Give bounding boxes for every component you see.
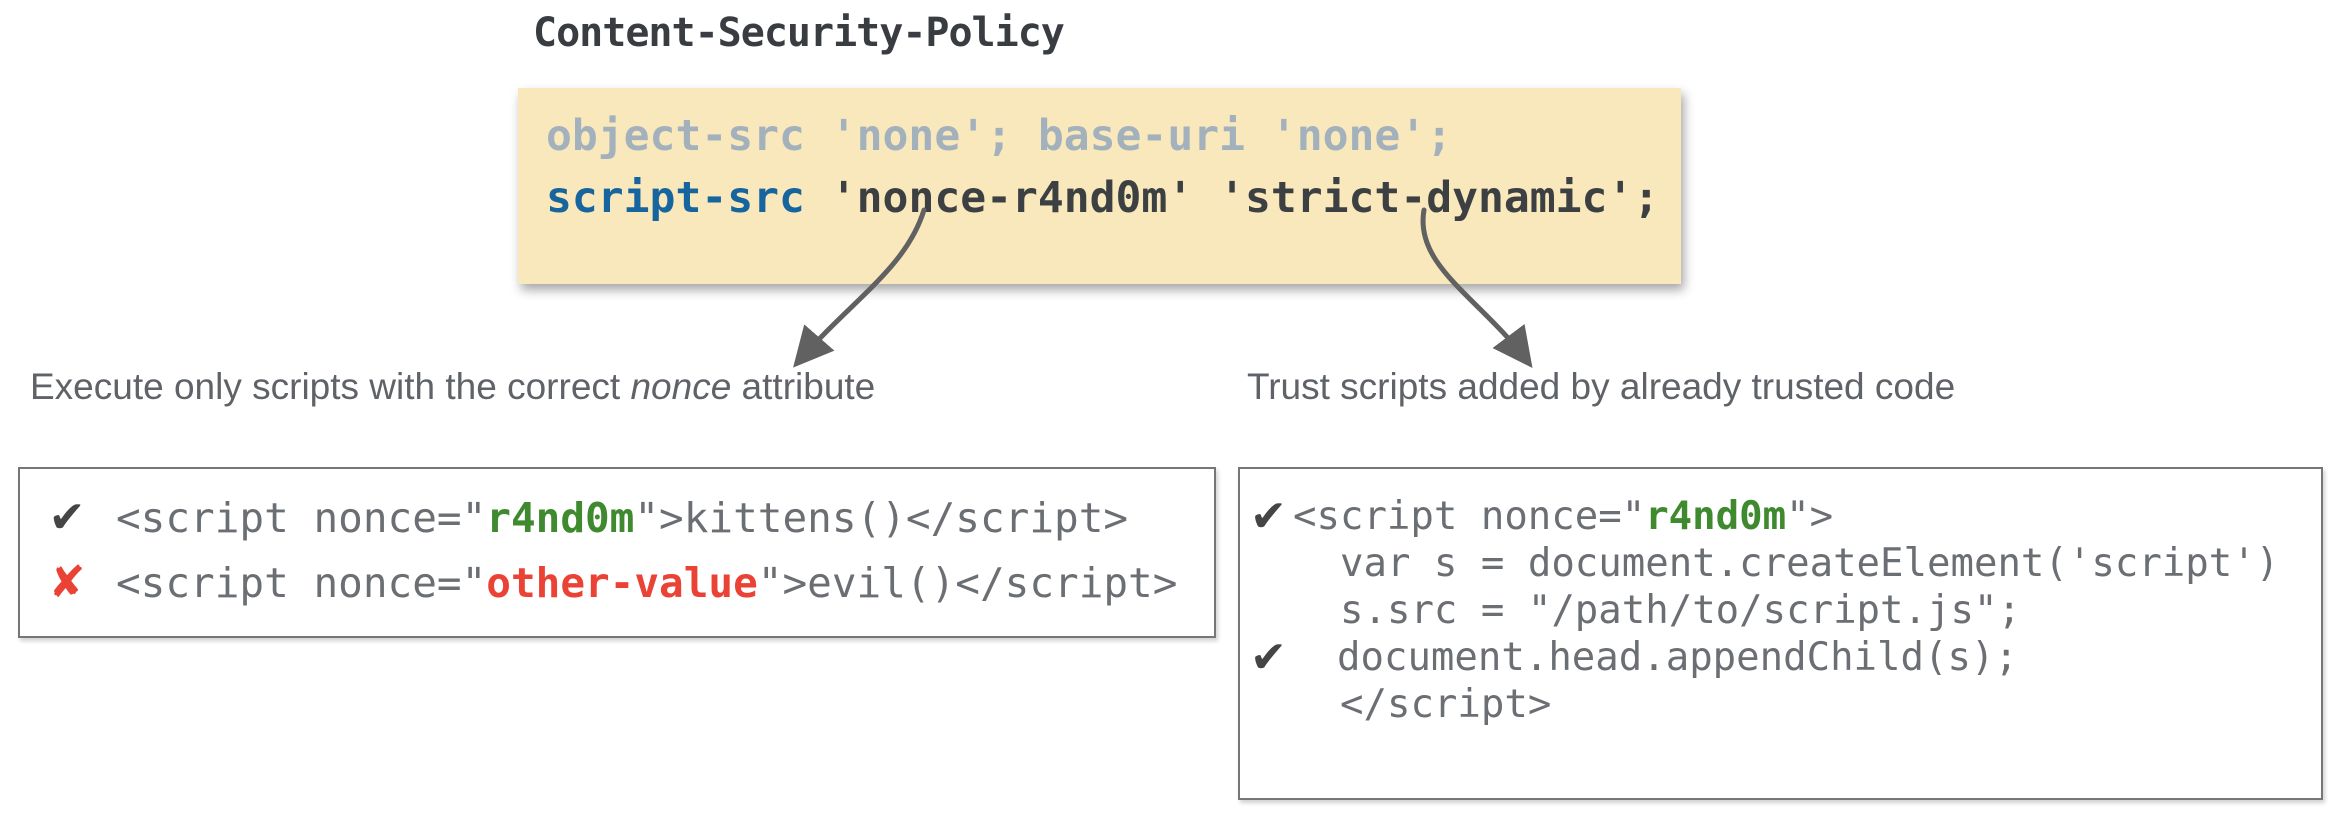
create-element-row: var s = document.createElement('script') [1340, 541, 2280, 586]
trusted-script-open-row: ✔ <script nonce="r4nd0m"> [1250, 493, 2321, 540]
nonce-value-token: r4nd0m [486, 493, 635, 542]
set-src-row: s.src = "/path/to/script.js"; [1340, 588, 2021, 633]
strict-dynamic-explanation-label: Trust scripts added by already trusted c… [1247, 366, 1956, 407]
policy-line-object-src: object-src 'none'; base-uri 'none'; [546, 111, 1453, 161]
allowed-script-example-row: ✔ <script nonce="r4nd0m">kittens()</scri… [42, 485, 1214, 550]
code-text: <script nonce="r4nd0m"> [1293, 494, 1833, 539]
csp-policy-box: object-src 'none'; base-uri 'none'; scri… [518, 88, 1681, 284]
script-src-values: 'nonce-r4nd0m' 'strict-dynamic'; [804, 173, 1660, 223]
caption-text: attribute [731, 366, 876, 407]
cross-icon: ✘ [48, 556, 86, 608]
code-text: <script nonce=" [116, 558, 487, 607]
wrong-nonce-value-token: other-value [486, 558, 758, 607]
strict-dynamic-example-box: ✔ <script nonce="r4nd0m"> var s = docume… [1238, 467, 2323, 800]
check-icon: ✔ [1250, 631, 1287, 683]
page-title: Content-Security-Policy [533, 10, 1065, 56]
code-text: document.head.appendChild(s); [1337, 635, 2018, 680]
code-text: <script nonce=" [1293, 494, 1646, 539]
code-text: <script nonce="r4nd0m">kittens()</script… [116, 494, 1128, 542]
code-text: <script nonce=" [116, 493, 487, 542]
code-text: <script nonce="other-value">evil()</scri… [116, 559, 1177, 607]
caption-text: Execute only scripts with the correct [30, 366, 631, 407]
nonce-explanation-label: Execute only scripts with the correct no… [30, 366, 875, 408]
caption-emphasis-nonce: nonce [630, 366, 732, 407]
nonce-value-token: r4nd0m [1645, 494, 1787, 539]
code-text: "> [1786, 494, 1834, 539]
check-icon: ✔ [1250, 490, 1287, 542]
policy-line-script-src: script-src 'nonce-r4nd0m' 'strict-dynami… [546, 167, 1681, 229]
blocked-script-example-row: ✘ <script nonce="other-value">evil()</sc… [42, 550, 1214, 615]
code-text: ">kittens()</script> [634, 493, 1129, 542]
append-child-row: ✔ document.head.appendChild(s); [1250, 634, 2321, 681]
script-src-directive: script-src [546, 173, 805, 223]
code-text: ">evil()</script> [757, 558, 1178, 607]
script-close-row: </script> [1340, 682, 1552, 727]
check-icon: ✔ [48, 491, 86, 543]
nonce-example-box: ✔ <script nonce="r4nd0m">kittens()</scri… [18, 467, 1216, 638]
